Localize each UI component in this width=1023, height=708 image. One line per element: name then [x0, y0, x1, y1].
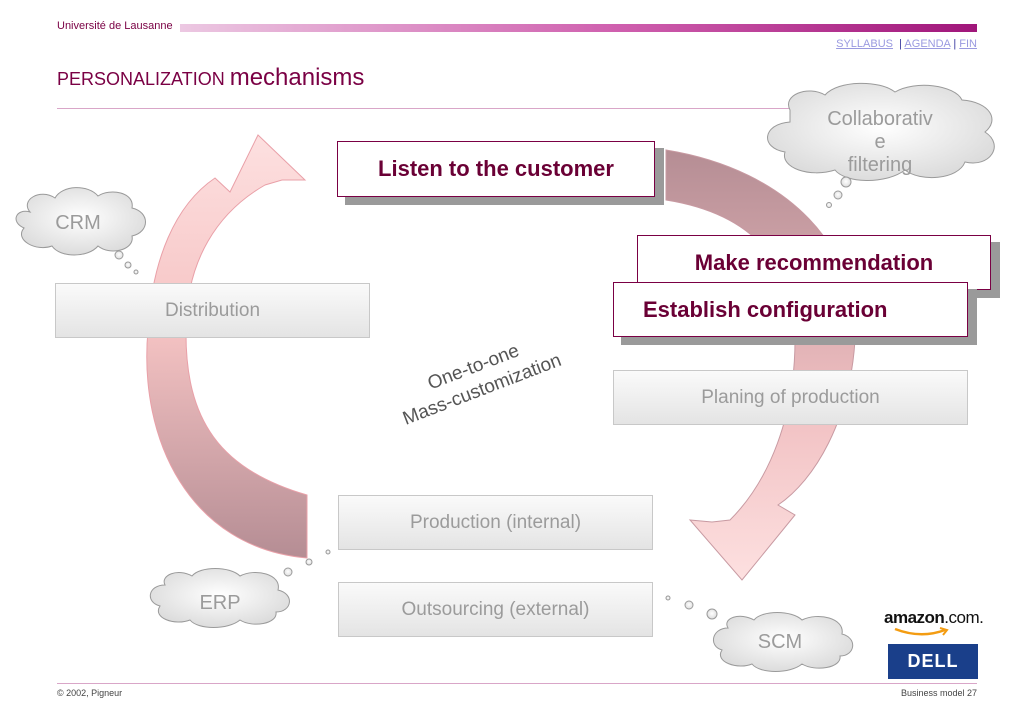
box-planing-production: Planing of production — [613, 370, 968, 425]
top-nav: SYLLABUS | AGENDA | FIN — [780, 38, 977, 50]
dell-logo: DELL — [888, 644, 978, 679]
university-label: Université de Lausanne — [57, 20, 173, 32]
nav-syllabus-link[interactable]: SYLLABUS — [836, 38, 893, 50]
nav-separator: | — [953, 38, 957, 50]
collab-line3: filtering — [847, 154, 913, 176]
footer-page-info: Business model 27 — [900, 688, 977, 698]
footer-divider — [57, 683, 977, 684]
header-gradient-bar — [180, 24, 977, 32]
collab-line2: e — [874, 131, 886, 153]
cloud-erp-label: ERP — [199, 592, 241, 614]
cloud-collaborative-filtering — [767, 82, 995, 208]
title-part2: mechanisms — [229, 64, 365, 91]
title-divider — [57, 108, 977, 109]
page-title: PERSONALIZATION mechanisms — [57, 64, 364, 92]
cloud-scm — [665, 595, 854, 672]
cycle-arrow-left — [146, 134, 308, 559]
amazon-smile-icon — [894, 627, 949, 636]
title-part1: PERSONALIZATION — [57, 69, 225, 89]
box-establish-configuration: Establish configuration — [613, 282, 968, 337]
box-listen-to-customer: Listen to the customer — [337, 141, 655, 197]
amazon-logo: amazon.com. — [884, 608, 984, 628]
collab-line1: Collaborativ — [827, 108, 933, 130]
footer-copyright: © 2002, Pigneur — [57, 688, 123, 698]
nav-agenda-link[interactable]: AGENDA — [904, 38, 951, 50]
cloud-crm-label: CRM — [55, 212, 101, 234]
amazon-logo-word: amazon — [884, 608, 945, 627]
cloud-collab-label: Collaborativ e filtering — [805, 108, 955, 177]
cloud-erp — [150, 549, 331, 628]
nav-fin-link[interactable]: FIN — [959, 38, 977, 50]
box-outsourcing-external: Outsourcing (external) — [338, 582, 653, 637]
box-distribution: Distribution — [55, 283, 370, 338]
cloud-scm-label: SCM — [757, 631, 803, 653]
amazon-logo-suffix: .com. — [944, 608, 984, 627]
nav-separator: | — [899, 38, 902, 50]
cycle-arrow-right — [665, 149, 856, 581]
box-production-internal: Production (internal) — [338, 495, 653, 550]
cloud-crm — [15, 187, 146, 275]
